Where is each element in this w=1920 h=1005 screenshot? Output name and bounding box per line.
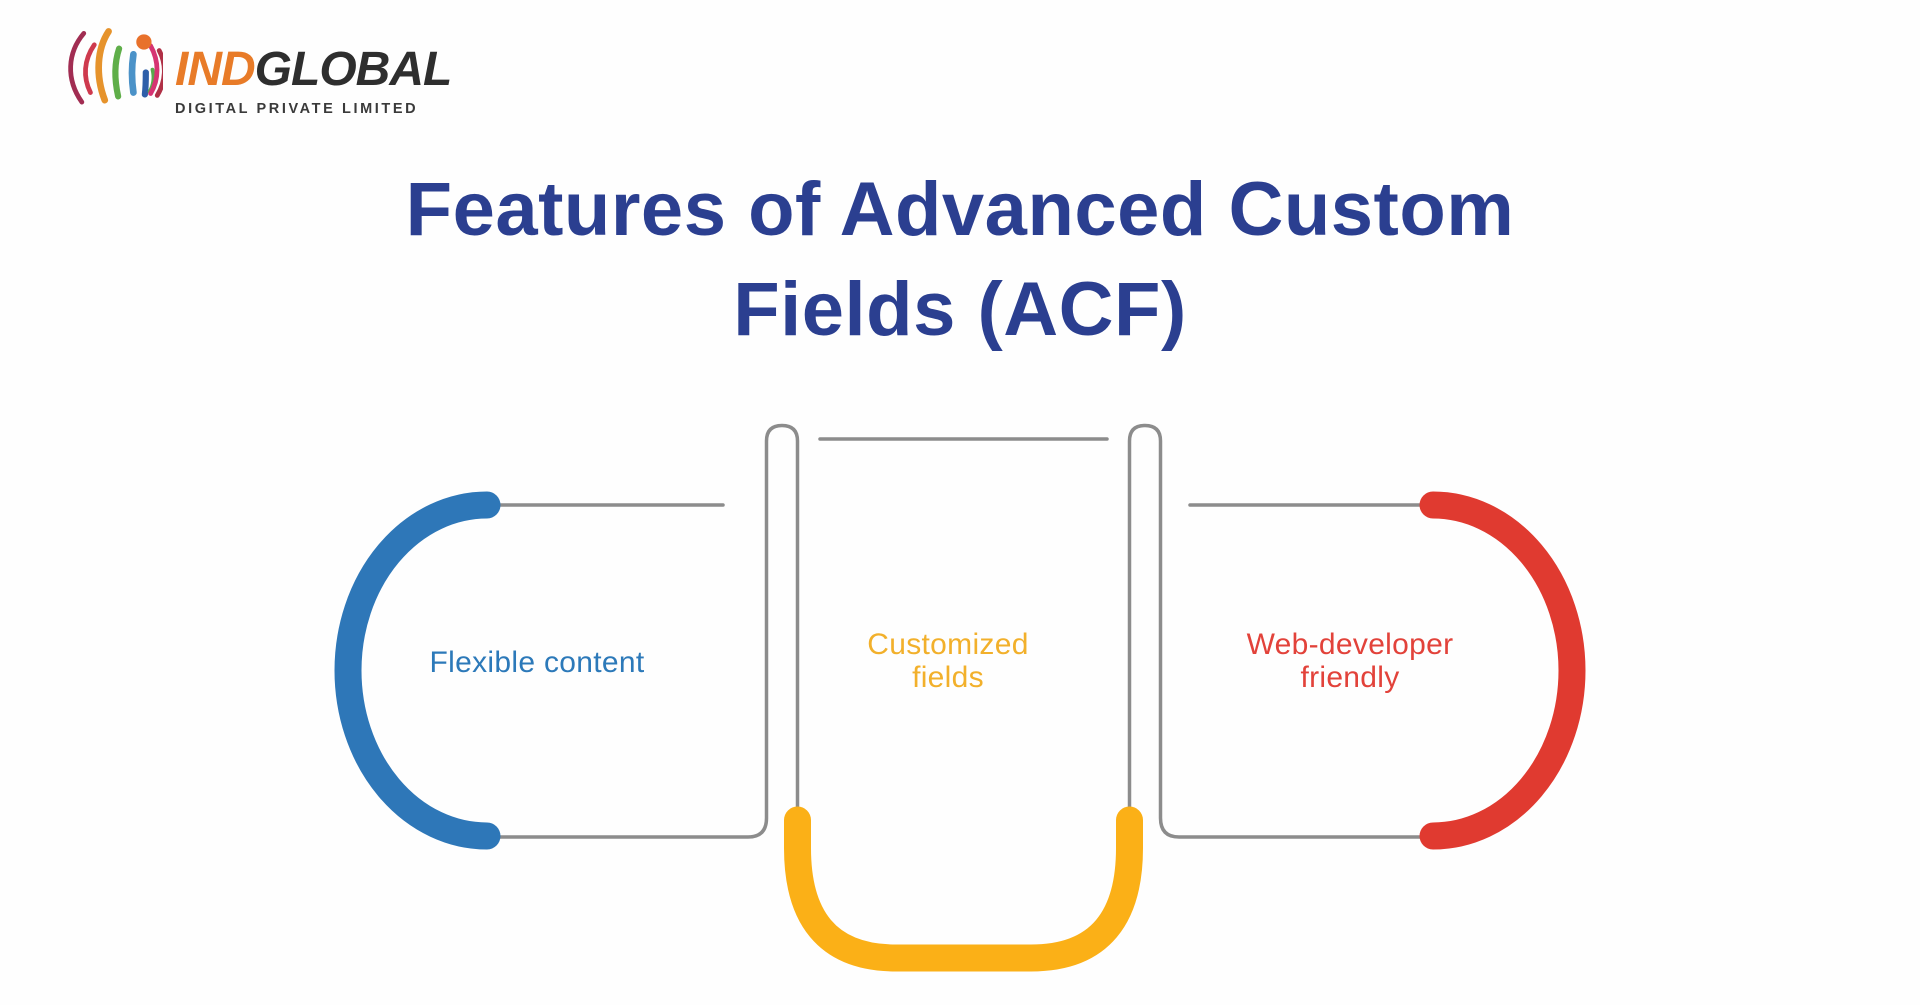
page-title-line1: Features of Advanced Custom xyxy=(405,167,1515,252)
web-developer-friendly-arc xyxy=(1419,491,1586,850)
customized-fields-arc xyxy=(784,806,1143,972)
indglobal-logo-icon xyxy=(68,28,163,105)
flexible-content-arc xyxy=(334,491,501,850)
feature-label-web-developer-friendly: Web-developer friendly xyxy=(1150,628,1550,694)
feature-label-customized-fields: Customized fields xyxy=(748,628,1148,694)
feature-label-line: Web-developer xyxy=(1246,628,1454,661)
brand-name: INDGLOBAL xyxy=(175,43,453,96)
brand-text: INDGLOBAL DIGITAL PRIVATE LIMITED xyxy=(175,43,453,118)
feature-label-line: Flexible content xyxy=(429,646,645,679)
connector-left-pill-and-bottom-line xyxy=(498,423,800,839)
brand-name-part2: GLOBAL xyxy=(254,43,453,96)
page-title-line2: Fields (ACF) xyxy=(733,267,1187,352)
brand-tagline: DIGITAL PRIVATE LIMITED xyxy=(175,101,419,117)
brand-logo: INDGLOBAL DIGITAL PRIVATE LIMITED xyxy=(58,20,453,125)
feature-label-flexible-content: Flexible content xyxy=(317,646,757,679)
feature-label-line: friendly xyxy=(1300,661,1400,694)
connector-right-pill-and-bottom-line xyxy=(1127,423,1422,839)
brand-name-part1: IND xyxy=(175,43,256,96)
feature-label-line: fields xyxy=(912,661,984,694)
feature-label-line: Customized xyxy=(867,628,1029,661)
page-title: Features of Advanced Custom Fields (ACF) xyxy=(0,160,1920,360)
